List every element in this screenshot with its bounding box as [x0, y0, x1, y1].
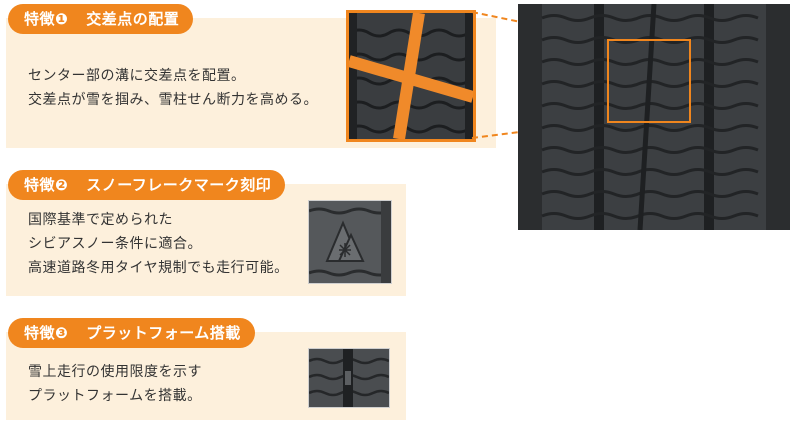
platform-tread-image	[308, 348, 390, 408]
feature-2-description: 国際基準で定められた シビアスノー条件に適合。 高速道路冬用タイヤ規制でも走行可…	[28, 208, 289, 280]
feature-2-badge: 特徴❷ スノーフレークマーク刻印	[8, 170, 286, 200]
feature-1-line-1: センター部の溝に交差点を配置。	[28, 68, 246, 84]
feature-2-line-1: 国際基準で定められた	[28, 212, 173, 228]
feature-3-description: 雪上走行の使用限度を示す プラットフォームを搭載。	[28, 360, 202, 408]
feature-3-title: プラットフォーム搭載	[86, 324, 241, 342]
feature-3-number: 特徴❸	[24, 324, 69, 342]
feature-1-description: センター部の溝に交差点を配置。 交差点が雪を掴み、雪柱せん断力を高める。	[28, 64, 318, 112]
feature-2-number: 特徴❷	[24, 176, 69, 194]
feature-3-line-1: 雪上走行の使用限度を示す	[28, 364, 202, 380]
feature-3-badge: 特徴❸ プラットフォーム搭載	[8, 318, 255, 348]
feature-1-title: 交差点の配置	[86, 10, 180, 28]
feature-1-badge: 特徴❶ 交差点の配置	[8, 4, 194, 34]
feature-2-title: スノーフレークマーク刻印	[86, 176, 272, 194]
tire-tread-image	[518, 4, 790, 230]
feature-1-line-2: 交差点が雪を掴み、雪柱せん断力を高める。	[28, 92, 318, 108]
crossing-tread-closeup-image	[346, 10, 476, 142]
feature-2-line-2: シビアスノー条件に適合。	[28, 236, 202, 252]
snowflake-mark-image	[308, 200, 392, 284]
feature-1-number: 特徴❶	[24, 10, 69, 28]
feature-3-line-2: プラットフォームを搭載。	[28, 388, 202, 404]
feature-2-line-3: 高速道路冬用タイヤ規制でも走行可能。	[28, 260, 289, 276]
